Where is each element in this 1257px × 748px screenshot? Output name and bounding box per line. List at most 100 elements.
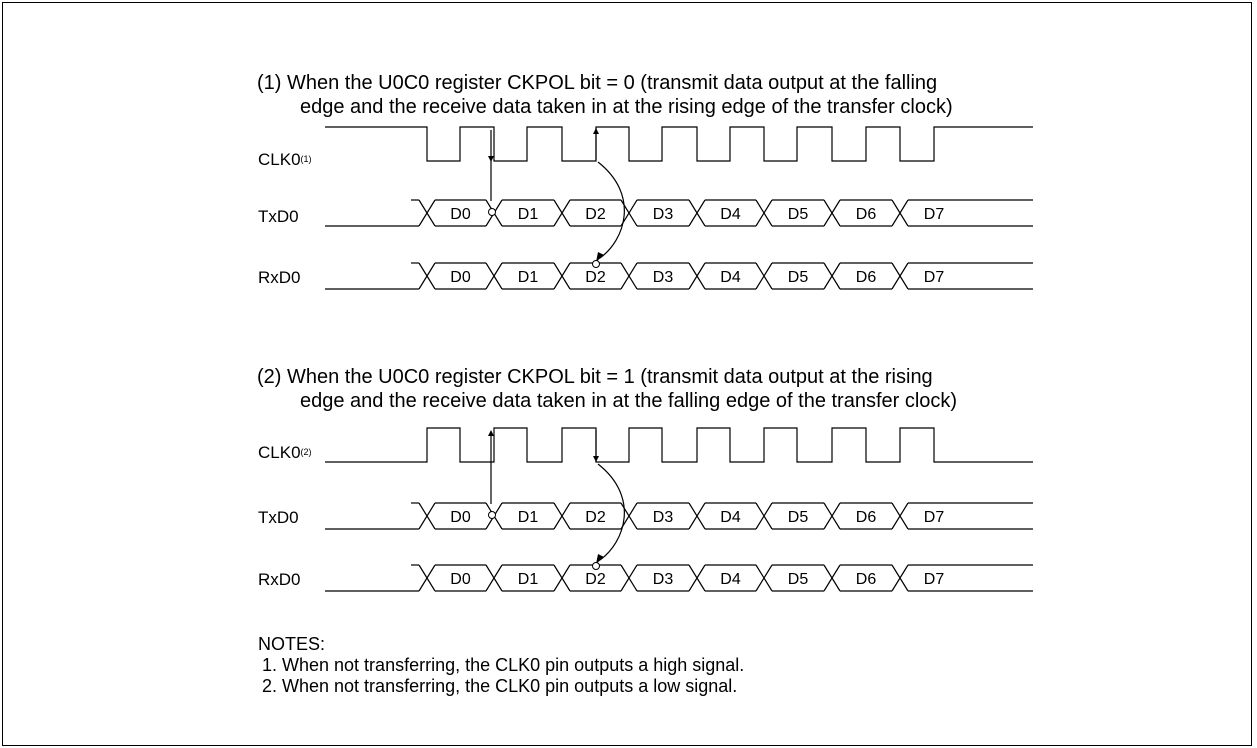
- section1-transmit-point: [488, 208, 496, 216]
- section1-rxd-bit-rail: [502, 262, 554, 290]
- section1-rxd-bit-rail: [637, 262, 689, 290]
- section2-rxd-bit-label: D7: [924, 571, 945, 588]
- section1-rxd-bit-label: D7: [924, 269, 945, 286]
- section2-txd-bit-crossing: [755, 502, 773, 530]
- section2-rxd-bit-crossing: [891, 564, 909, 592]
- section1-rxd-bit-label: D5: [788, 269, 809, 286]
- section2-txd-bit-crossing: [823, 502, 841, 530]
- section1-sample-curve: [597, 161, 625, 259]
- section2-rxd-bit-rail: [637, 564, 689, 592]
- section2-txd-bit-label: D3: [653, 509, 674, 526]
- notes-heading: NOTES:: [258, 634, 326, 654]
- section2-txd-bit-label: D2: [585, 509, 606, 526]
- section1-rxd-bit-rail: [840, 262, 892, 290]
- section2-rxd-bit-crossing: [823, 564, 841, 592]
- section1-rising-arrow: [593, 128, 599, 134]
- section1-rxd-bit-label: D3: [653, 269, 674, 286]
- section1-txd-bit-rail: [840, 199, 892, 227]
- section1-txd-bit-crossing: [891, 199, 909, 227]
- section2-clk-note-ref: (2): [300, 447, 312, 457]
- section1-txd-bit-crossing: [755, 199, 773, 227]
- section2-rxd-bit-rail: [772, 564, 824, 592]
- section1-rxd-bit-crossing: [553, 262, 571, 290]
- section2-rxd-bit-crossing: [485, 564, 503, 592]
- section2-txd-bit-rail: [840, 502, 892, 530]
- section1-rxd-bit-crossing: [891, 262, 909, 290]
- section1-txd-bit-rail: [502, 199, 554, 227]
- section1-txd-bit-label: D6: [856, 206, 877, 223]
- section2-falling-arrow: [593, 456, 599, 462]
- section1-rxd-bit-rail: [772, 262, 824, 290]
- section2-txd-label: TxD0: [258, 508, 299, 527]
- section2-txd-bit-crossing: [688, 502, 706, 530]
- section2-txd-bit-rail: [570, 502, 621, 530]
- section2-txd-bit-label: D1: [518, 509, 539, 526]
- section2-txd-bit-label: D7: [924, 509, 945, 526]
- section2-txd-bit-crossing: [553, 502, 571, 530]
- section2-sample-point: [592, 562, 600, 570]
- section1-txd-bit-crossing: [688, 199, 706, 227]
- section2-txd-bit-rail: [637, 502, 689, 530]
- section1-rxd-bit-label: D4: [720, 269, 741, 286]
- section1-rxd-bit-label: D1: [518, 269, 539, 286]
- section2-rxd-bit-rail: [705, 564, 756, 592]
- section2-rxd-cross-start: [418, 564, 436, 592]
- section1-txd-bit-label: D0: [450, 206, 471, 223]
- section2-clk-name: CLK0: [258, 443, 301, 462]
- section2-txd-bit-label: D5: [788, 509, 809, 526]
- section1-txd-bit-rail: [435, 199, 486, 227]
- section1-rxd-bit-rail: [435, 262, 486, 290]
- section2-rxd-bit-label: D2: [585, 571, 606, 588]
- section2-rxd-bit-rail: [840, 564, 892, 592]
- section2-rising-arrow: [488, 430, 494, 436]
- section1-txd-bit-label: D4: [720, 206, 741, 223]
- section2-sample-curve: [597, 463, 625, 561]
- section1-txd-bit-rail: [637, 199, 689, 227]
- section1-rxd-bit-crossing: [688, 262, 706, 290]
- section1-clk-label: CLK0(1): [258, 150, 312, 170]
- section2-rxd-bit-crossing: [755, 564, 773, 592]
- section2-rxd-bit-crossing: [688, 564, 706, 592]
- section1-rxd-cross-start: [418, 262, 436, 290]
- section2-caption-line1: (2) When the U0C0 register CKPOL bit = 1…: [257, 366, 933, 388]
- section1-txd-bit-rail: [705, 199, 756, 227]
- section1-falling-arrow: [488, 156, 494, 162]
- section2-transmit-point: [488, 511, 496, 519]
- section2-txd-bit-label: D6: [856, 509, 877, 526]
- section2-clk-waveform: [325, 427, 1033, 463]
- section1-txd-cross-start: [418, 199, 436, 227]
- section1-txd-bit-label: D5: [788, 206, 809, 223]
- section1-txd-bit-label: D2: [585, 206, 606, 223]
- section2-rxd-bit-crossing: [553, 564, 571, 592]
- section1-rxd-bit-crossing: [823, 262, 841, 290]
- section1-rxd-bit-rail: [908, 262, 1033, 290]
- section1-rxd-bit-crossing: [755, 262, 773, 290]
- section1-txd-bit-rail: [908, 199, 1033, 227]
- section2-rxd-bit-rail: [908, 564, 1033, 592]
- section1-txd-bit-label: D7: [924, 206, 945, 223]
- section2-txd-bit-rail: [908, 502, 1033, 530]
- section1-txd-bit-label: D1: [518, 206, 539, 223]
- section2-rxd-bit-label: D5: [788, 571, 809, 588]
- section1-rxd-bit-crossing: [485, 262, 503, 290]
- section2-txd-bit-crossing: [891, 502, 909, 530]
- note-2: 2. When not transferring, the CLK0 pin o…: [262, 676, 738, 696]
- section1-txd-label: TxD0: [258, 207, 299, 226]
- section2-txd-cross-start: [418, 502, 436, 530]
- section2-txd-bit-rail: [705, 502, 756, 530]
- section2-txd-bit-rail: [502, 502, 554, 530]
- section2-txd-bit-label: D0: [450, 509, 471, 526]
- section1-rxd-bit-rail: [705, 262, 756, 290]
- section1-clk-note-ref: (1): [300, 154, 312, 164]
- section2-rxd-bit-label: D0: [450, 571, 471, 588]
- note-1: 1. When not transferring, the CLK0 pin o…: [262, 655, 745, 675]
- section1-rxd-bit-label: D0: [450, 269, 471, 286]
- section1-sample-arrowhead: [596, 252, 604, 262]
- section1-rxd-label: RxD0: [258, 268, 301, 287]
- section2-rxd-bit-crossing: [620, 564, 638, 592]
- section2-clk-label: CLK0(2): [258, 443, 312, 463]
- section1-sample-point: [592, 260, 600, 268]
- section1-rxd-bit-label: D2: [585, 269, 606, 286]
